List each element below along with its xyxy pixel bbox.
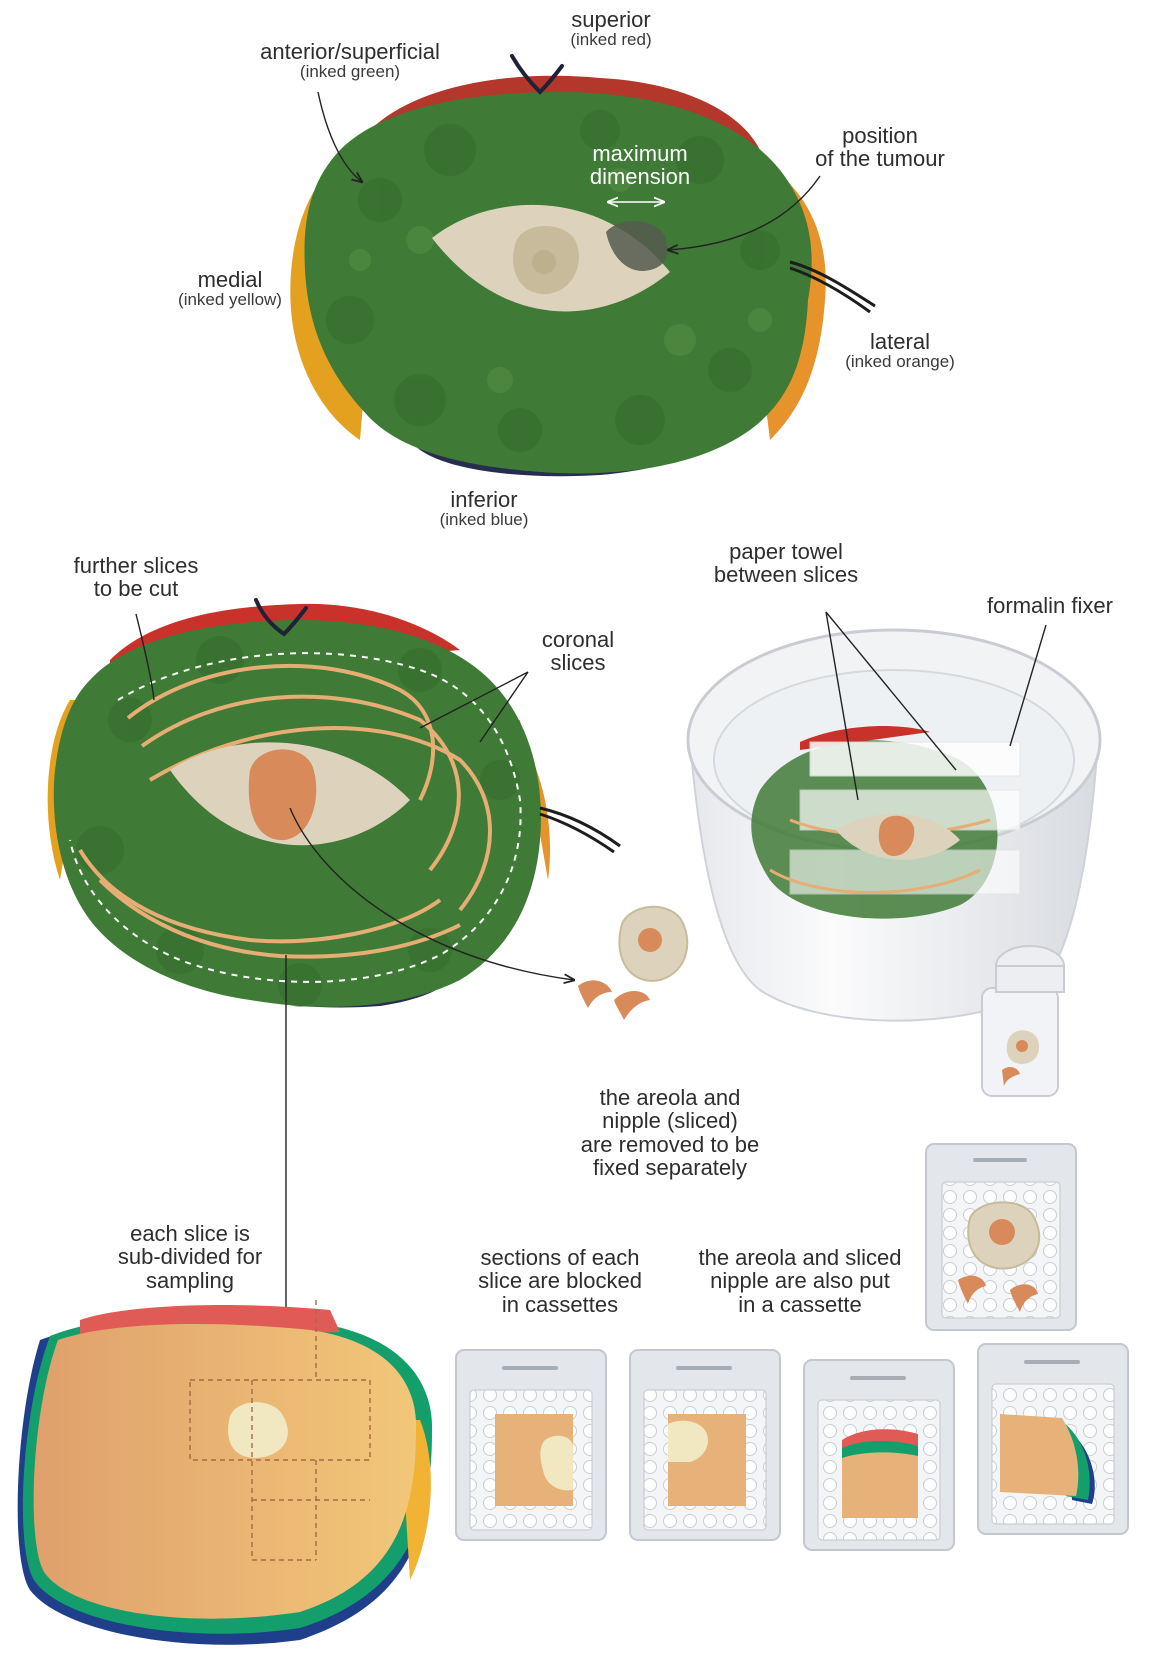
label-paper-2: between slices: [696, 563, 876, 586]
label-each-1: each slice is: [100, 1222, 280, 1245]
paper-towel-1: [810, 742, 1020, 776]
cassette-4: [978, 1344, 1128, 1534]
label-sections-2: slice are blocked: [460, 1269, 660, 1292]
label-areola-removed: the areola and nipple (sliced) are remov…: [560, 1086, 780, 1179]
label-inferior-text: inferior: [414, 488, 554, 511]
label-medial: medial (inked yellow): [150, 268, 310, 309]
label-inferior: inferior (inked blue): [414, 488, 554, 529]
cassette-2: [630, 1350, 780, 1540]
label-tumour-position: position of the tumour: [800, 124, 960, 171]
cassette-1: [456, 1350, 606, 1540]
label-areola-4: fixed separately: [560, 1156, 780, 1179]
label-coronal-slices: coronal slices: [518, 628, 638, 675]
label-superior-text: superior: [536, 8, 686, 31]
label-sections-blocked: sections of each slice are blocked in ca…: [460, 1246, 660, 1316]
label-cassette-3: in a cassette: [680, 1293, 920, 1316]
label-anterior-ink: (inked green): [230, 63, 470, 81]
label-cassette-2: nipple are also put: [680, 1269, 920, 1292]
label-further-slices: further slices to be cut: [46, 554, 226, 601]
label-formalin: formalin fixer: [960, 594, 1140, 617]
nipple-slice-2: [614, 991, 650, 1020]
nipple: [532, 250, 556, 274]
label-of-the-tumour: of the tumour: [800, 147, 960, 170]
label-superior-ink: (inked red): [536, 31, 686, 49]
label-maximum-dimension: maximum dimension: [580, 142, 700, 189]
label-further-1: further slices: [46, 554, 226, 577]
label-anterior-text: anterior/superficial: [230, 40, 470, 63]
label-medial-ink: (inked yellow): [150, 291, 310, 309]
label-each-2: sub-divided for: [100, 1245, 280, 1268]
label-cassette-1: the areola and sliced: [680, 1246, 920, 1269]
slice-tumour: [228, 1402, 288, 1458]
label-dimension: dimension: [580, 165, 700, 188]
nipple-core: [638, 928, 662, 952]
label-areola-1: the areola and: [560, 1086, 780, 1109]
label-medial-text: medial: [150, 268, 310, 291]
label-paper-towel: paper towel between slices: [696, 540, 876, 587]
label-inferior-ink: (inked blue): [414, 511, 554, 529]
label-lateral-ink: (inked orange): [820, 353, 980, 371]
label-maximum: maximum: [580, 142, 700, 165]
label-further-2: to be cut: [46, 577, 226, 600]
oriented-specimen: [290, 56, 875, 476]
cassette-3: [804, 1360, 954, 1550]
removed-areola-nipple: [578, 907, 687, 1020]
slice-tissue: [34, 1324, 416, 1619]
label-sections-1: sections of each: [460, 1246, 660, 1269]
label-sections-3: in cassettes: [460, 1293, 660, 1316]
label-formalin-text: formalin fixer: [960, 594, 1140, 617]
label-coronal-1: coronal: [518, 628, 638, 651]
label-lateral: lateral (inked orange): [820, 330, 980, 371]
label-lateral-text: lateral: [820, 330, 980, 353]
label-coronal-2: slices: [518, 651, 638, 674]
label-subdivided: each slice is sub-divided for sampling: [100, 1222, 280, 1292]
label-paper-1: paper towel: [696, 540, 876, 563]
label-position: position: [800, 124, 960, 147]
label-cassette-areola: the areola and sliced nipple are also pu…: [680, 1246, 920, 1316]
label-each-3: sampling: [100, 1269, 280, 1292]
label-areola-3: are removed to be: [560, 1133, 780, 1156]
label-superior: superior (inked red): [536, 8, 686, 49]
label-areola-2: nipple (sliced): [560, 1109, 780, 1132]
nipple-slice-1: [578, 980, 612, 1008]
single-slice: [18, 1300, 432, 1645]
cassette-areola: [926, 1144, 1076, 1330]
label-anterior: anterior/superficial (inked green): [230, 40, 470, 81]
